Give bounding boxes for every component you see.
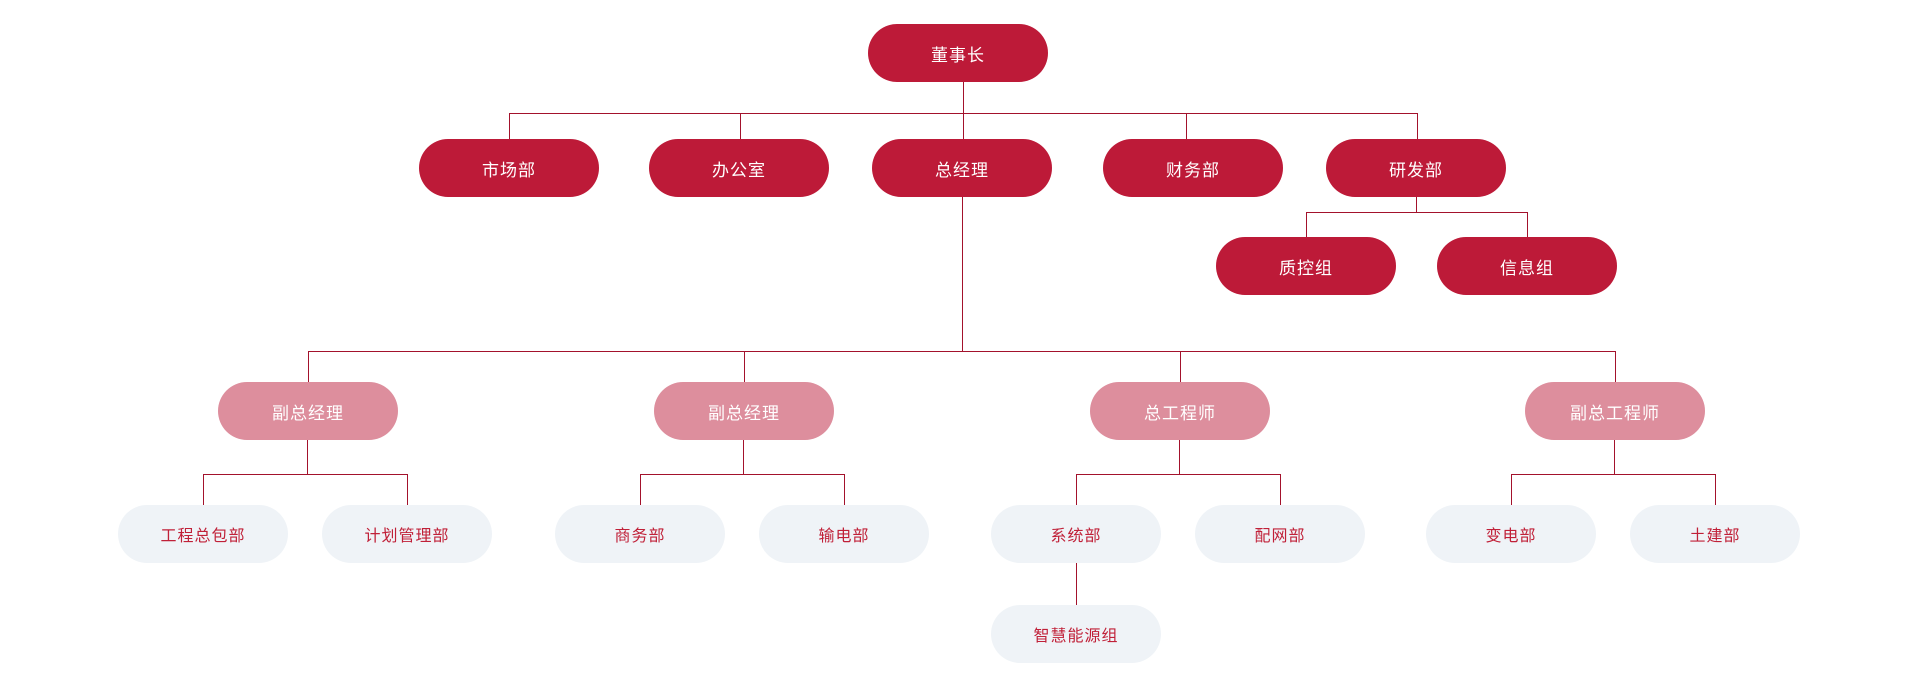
node-epc-dept[interactable]: 工程总包部 [118, 505, 288, 563]
connector-to-rd-dept [1417, 113, 1418, 139]
connector-to-civil-dept [1715, 474, 1716, 505]
connector-to-deputy-gm-2 [744, 351, 745, 382]
connector-deputy-gm-2-stem [743, 440, 744, 474]
connector-to-office [740, 113, 741, 139]
connector-level3-bus [308, 351, 1615, 352]
connector-to-epc-dept [203, 474, 204, 505]
node-chief-engineer[interactable]: 总工程师 [1090, 382, 1270, 440]
node-qc-group[interactable]: 质控组 [1216, 237, 1396, 295]
node-marketing-dept[interactable]: 市场部 [419, 139, 599, 197]
node-distribution-dept[interactable]: 配网部 [1195, 505, 1365, 563]
connector-to-chief-engineer [1180, 351, 1181, 382]
node-deputy-chief-eng[interactable]: 副总工程师 [1525, 382, 1705, 440]
connector-chairman-stem [963, 82, 964, 113]
connector-deputy-gm-1-stem [307, 440, 308, 474]
node-general-manager[interactable]: 总经理 [872, 139, 1052, 197]
node-smart-energy-group[interactable]: 智慧能源组 [991, 605, 1161, 663]
node-transmission-dept[interactable]: 输电部 [759, 505, 929, 563]
connector-to-finance-dept [1186, 113, 1187, 139]
connector-to-distribution-dept [1280, 474, 1281, 505]
connector-to-deputy-gm-1 [308, 351, 309, 382]
connector-to-commerce-dept [640, 474, 641, 505]
node-substation-dept[interactable]: 变电部 [1426, 505, 1596, 563]
connector-level2-bus [1306, 212, 1528, 213]
node-commerce-dept[interactable]: 商务部 [555, 505, 725, 563]
connector-to-qc-group [1306, 212, 1307, 237]
node-finance-dept[interactable]: 财务部 [1103, 139, 1283, 197]
connector-to-system-dept [1076, 474, 1077, 505]
node-planning-mgmt-dept[interactable]: 计划管理部 [322, 505, 492, 563]
connector-to-substation-dept [1511, 474, 1512, 505]
connector-to-smart-energy-group [1076, 563, 1077, 605]
connector-chief-engineer-bus [1076, 474, 1281, 475]
connector-to-transmission-dept [844, 474, 845, 505]
node-civil-dept[interactable]: 土建部 [1630, 505, 1800, 563]
node-deputy-gm-1[interactable]: 副总经理 [218, 382, 398, 440]
connector-to-info-group [1527, 212, 1528, 237]
connector-deputy-chief-eng-bus [1511, 474, 1716, 475]
node-chairman[interactable]: 董事长 [868, 24, 1048, 82]
connector-general-manager-stem [962, 170, 963, 351]
connector-deputy-gm-2-bus [640, 474, 845, 475]
node-deputy-gm-2[interactable]: 副总经理 [654, 382, 834, 440]
node-rd-dept[interactable]: 研发部 [1326, 139, 1506, 197]
connector-to-deputy-chief-eng [1615, 351, 1616, 382]
connector-deputy-chief-eng-stem [1614, 440, 1615, 474]
connector-to-planning-mgmt-dept [407, 474, 408, 505]
connector-deputy-gm-1-bus [203, 474, 408, 475]
connector-to-general-manager [963, 113, 964, 139]
node-info-group[interactable]: 信息组 [1437, 237, 1617, 295]
connector-chief-engineer-stem [1179, 440, 1180, 474]
node-system-dept[interactable]: 系统部 [991, 505, 1161, 563]
connector-to-marketing-dept [509, 113, 510, 139]
node-office[interactable]: 办公室 [649, 139, 829, 197]
